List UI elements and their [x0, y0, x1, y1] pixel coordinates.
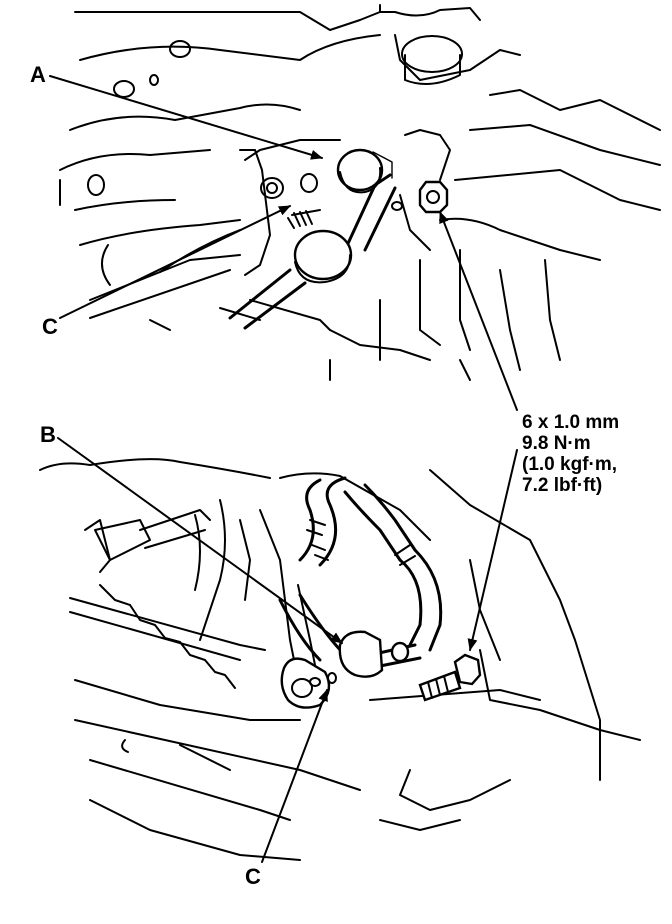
- leader-a: [49, 75, 323, 160]
- callout-a: A: [30, 62, 46, 87]
- bottom-view-background: [39, 458, 641, 861]
- torque-spec: 6 x 1.0 mm 9.8 N·m (1.0 kgf·m, 7.2 lbf·f…: [522, 412, 619, 496]
- torque-spec-nm: 9.8 N·m: [522, 433, 591, 454]
- discharge-line-b: [280, 630, 422, 709]
- bottom-hoses: [84, 476, 443, 662]
- torque-spec-lbfft: 7.2 lbf·ft): [522, 475, 603, 496]
- top-view-background: [59, 4, 661, 381]
- callout-c-top: C: [42, 314, 58, 339]
- callout-c-bottom: C: [245, 864, 261, 889]
- leader-c-bottom: [261, 689, 328, 863]
- leader-b: [57, 437, 343, 644]
- callout-b: B: [40, 422, 56, 447]
- leader-lines: [49, 75, 518, 863]
- torque-spec-size: 6 x 1.0 mm: [522, 412, 620, 433]
- torque-spec-kgfm: (1.0 kgf·m,: [522, 454, 618, 475]
- leader-spec-top: [439, 211, 518, 411]
- leader-c-top: [59, 205, 291, 319]
- leader-spec-bottom: [467, 449, 518, 651]
- top-flange-nut: [391, 180, 449, 214]
- bottom-flange-bolt: [418, 653, 482, 702]
- suction-hose-a: [228, 148, 397, 330]
